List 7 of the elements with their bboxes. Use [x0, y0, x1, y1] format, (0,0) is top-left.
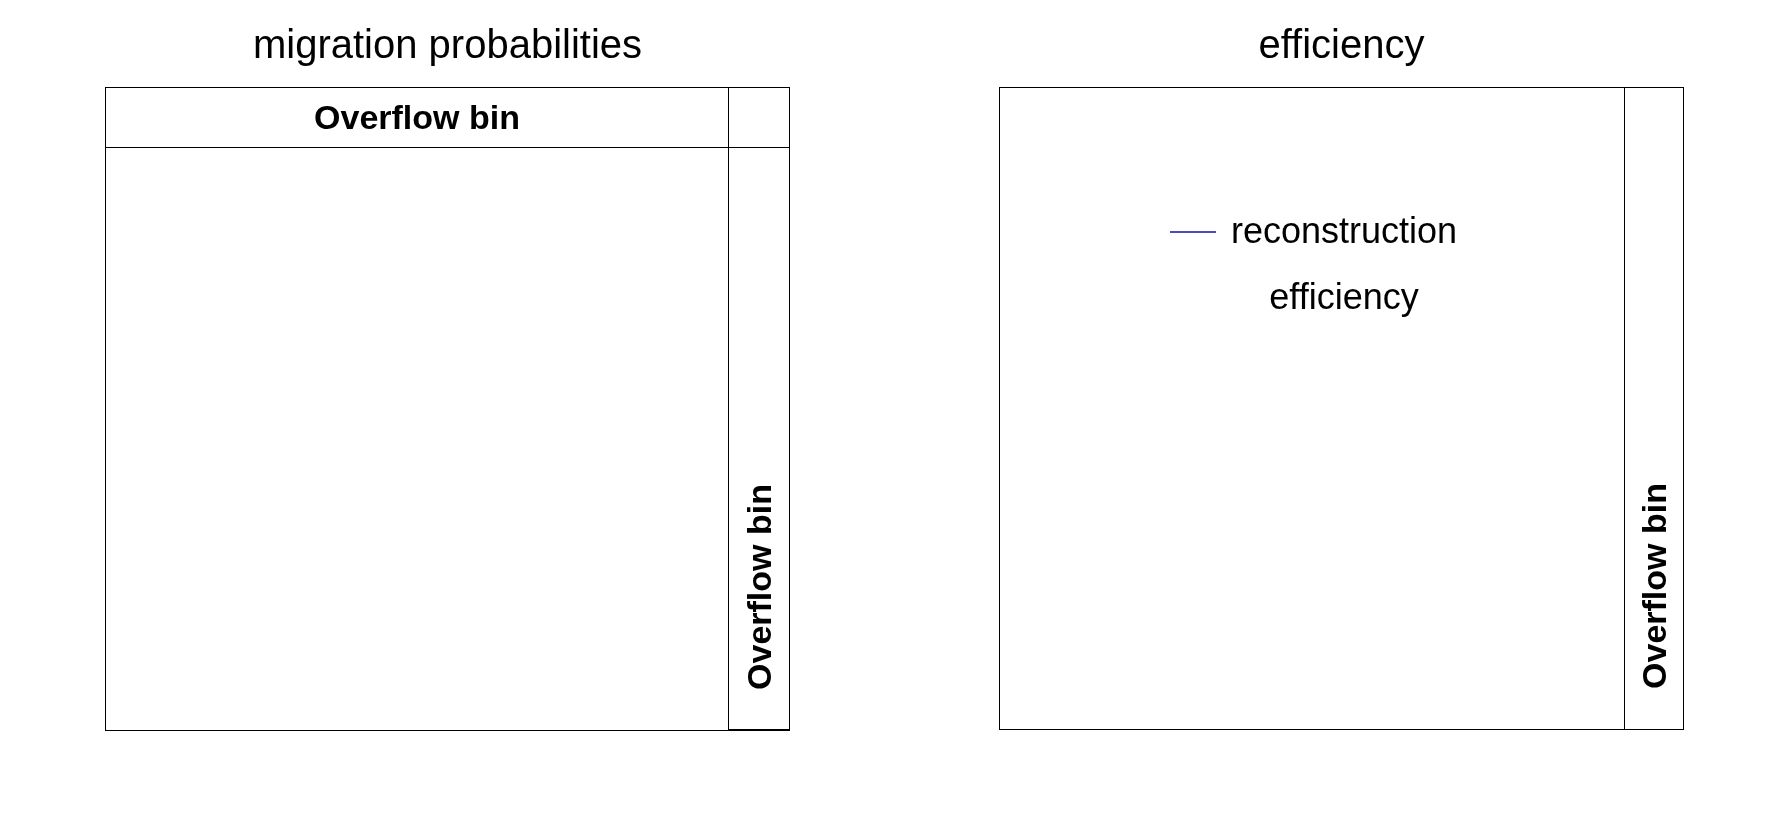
band-label: Overflow bin [1634, 483, 1674, 689]
panel-title: efficiency [1257, 22, 1426, 67]
overflow-bin-band [728, 147, 790, 731]
legend-label: reconstruction efficiency [1229, 209, 1459, 319]
band-label: Overflow bin [739, 484, 779, 690]
band-label: Overflow bin [314, 98, 520, 137]
panel-title: migration probabilities [251, 22, 644, 67]
